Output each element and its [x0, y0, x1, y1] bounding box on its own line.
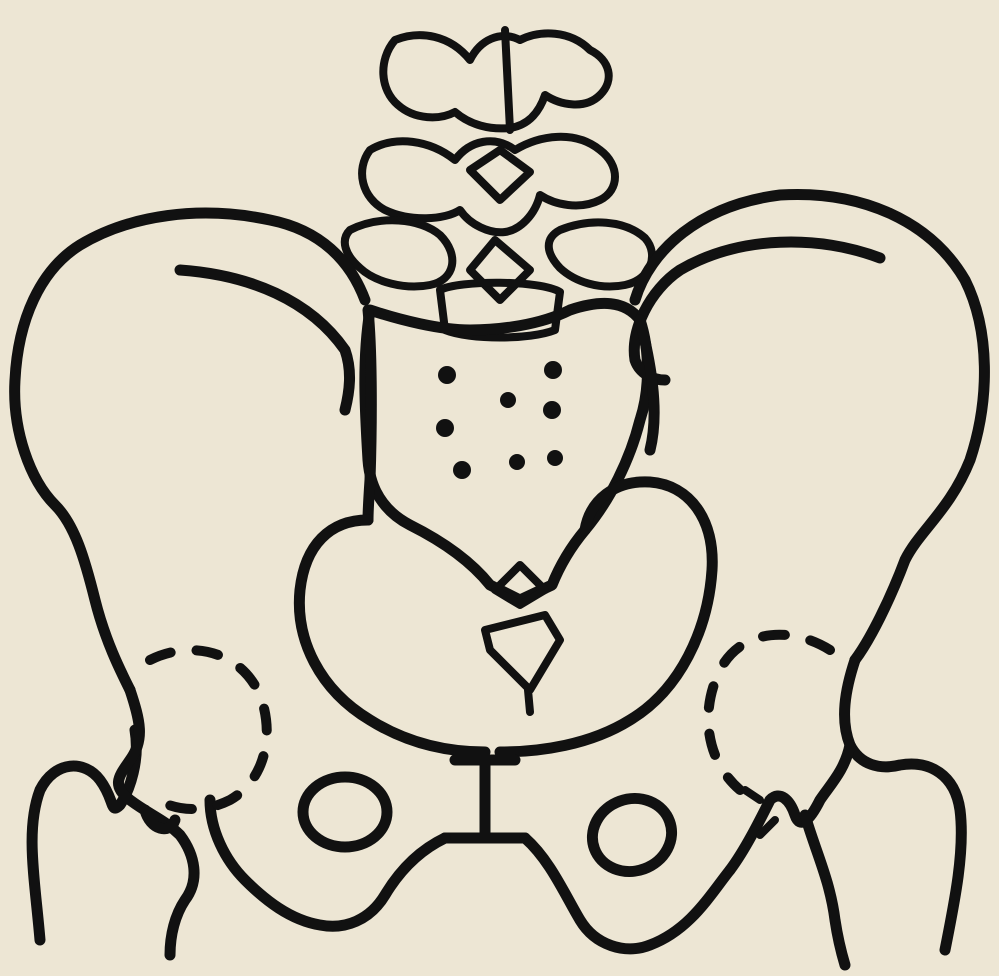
sacral-foramen	[436, 419, 454, 437]
sacral-foramen	[544, 361, 562, 379]
left-ilium-sacral-edge	[368, 310, 371, 520]
sacral-foramen	[438, 366, 456, 384]
sacral-foramen	[543, 401, 561, 419]
vertebra-spinous	[505, 30, 510, 130]
sacral-foramen	[509, 454, 525, 470]
sacral-foramen	[453, 461, 471, 479]
sacral-foramen	[500, 392, 516, 408]
sacral-foramen	[547, 450, 563, 466]
